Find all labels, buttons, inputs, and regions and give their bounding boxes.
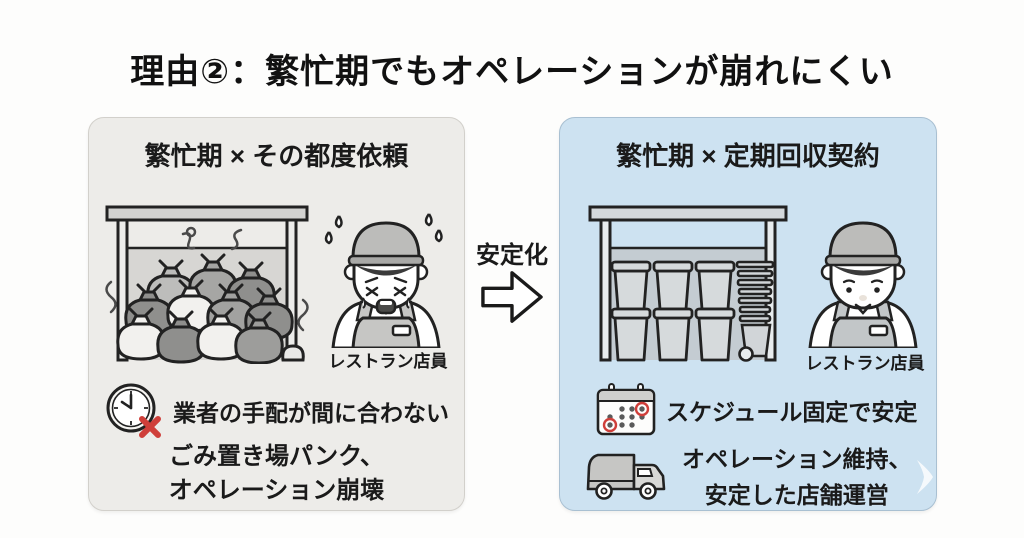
- stink-lines-icon: [105, 226, 309, 332]
- fixed-schedule-calendar-icon: [596, 383, 656, 436]
- nested-bins-icon: [735, 260, 775, 362]
- organized-bins-shelter-illustration: [588, 205, 788, 362]
- clock-point-text: 業者の手配が間に合わない: [173, 400, 449, 426]
- white-chevron-overlay-icon: [917, 460, 933, 494]
- result-line-1: ごみ置き場パンク、: [168, 443, 385, 470]
- overflowing-garbage-shelter-illustration: [105, 205, 309, 364]
- page-title: 理由②：繁忙期でもオペレーションが崩れにくい: [130, 53, 894, 91]
- red-circle-mark: [602, 417, 618, 433]
- sweat-drops-icon: [324, 213, 443, 245]
- truck-bullet: オペレーション維持、 安定した店舗運営: [584, 440, 912, 510]
- stressed-restaurant-staff-illustration: [324, 213, 443, 348]
- calm-face-icon: [842, 279, 884, 310]
- clock-missed-deadline-icon: [106, 383, 161, 438]
- transition-label: 安定化: [476, 242, 548, 269]
- stacked-bins-icon: [610, 260, 736, 362]
- truck-line-1: オペレーション維持、: [682, 446, 912, 472]
- panel-contract-title: 繁忙期 × 定期回収契約: [616, 141, 880, 171]
- distressed-face-icon: [364, 276, 408, 297]
- staff-label: レストラン店員: [805, 354, 925, 373]
- red-circle-mark: [634, 401, 650, 417]
- panel-adhoc-request: 繁忙期 × その都度依頼: [88, 117, 465, 511]
- garbage-truck-icon: [586, 453, 666, 500]
- calm-restaurant-staff-illustration: [808, 221, 918, 348]
- red-x-icon: [139, 416, 161, 438]
- result-line-2: オペレーション崩壊: [168, 477, 385, 504]
- right-block-arrow-icon: [481, 271, 543, 323]
- staff-label: レストラン店員: [328, 352, 448, 371]
- calendar-bullet: スケジュール固定で安定: [594, 382, 917, 438]
- panel-adhoc-title: 繁忙期 × その都度依頼: [144, 141, 409, 171]
- panel-regular-contract: 繁忙期 × 定期回収契約: [559, 117, 937, 511]
- clock-bullet: 業者の手配が間に合わない: [105, 382, 449, 440]
- truck-line-2: 安定した店舗運営: [704, 482, 889, 508]
- calendar-point-text: スケジュール固定で安定: [666, 399, 918, 425]
